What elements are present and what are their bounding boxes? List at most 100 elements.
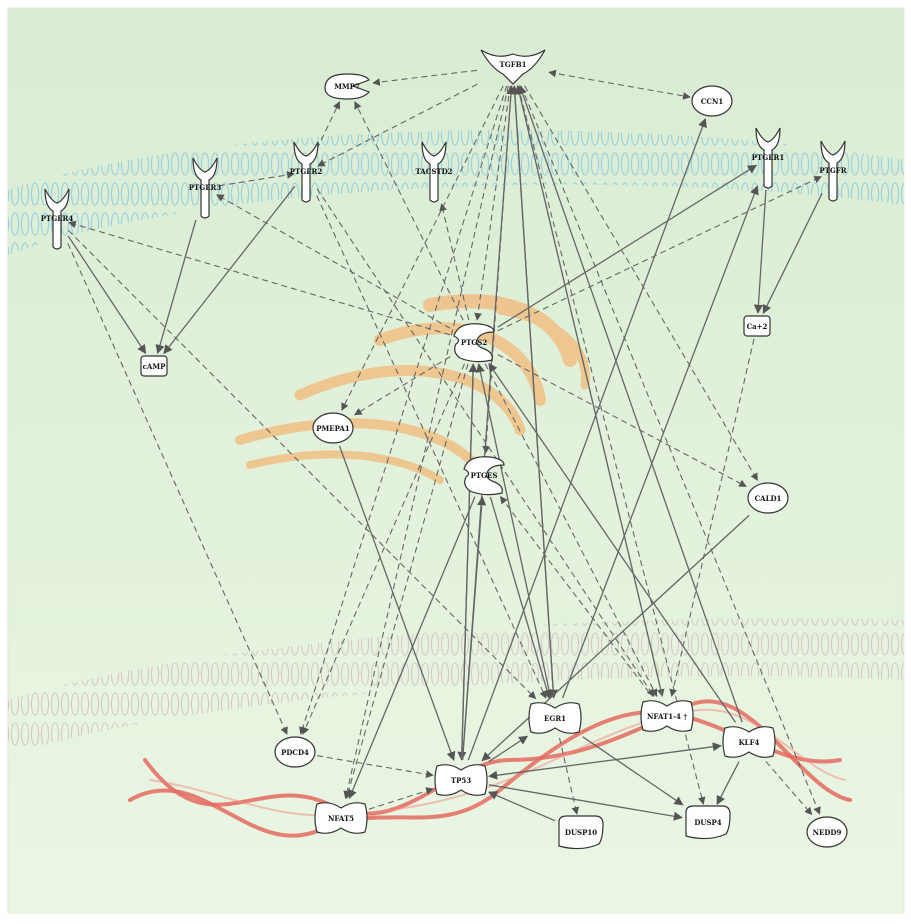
- node-egr1[interactable]: EGR1: [528, 702, 582, 734]
- edge-nfat5-to-tp53: [368, 787, 434, 810]
- edge-dusp10-to-tp53: [487, 791, 556, 822]
- node-tp53[interactable]: TP53: [434, 764, 488, 796]
- node-shape-receptor: [820, 140, 846, 202]
- node-ptgs2[interactable]: PTGS2: [453, 323, 495, 363]
- node-dusp4[interactable]: DUSP4: [685, 805, 731, 840]
- edge-tgfb1-to-mmp7: [372, 69, 478, 86]
- node-pmepa1[interactable]: PMEPA1: [312, 412, 354, 444]
- node-ptger1[interactable]: PTGER1: [752, 127, 785, 189]
- node-label: EGR1: [544, 714, 566, 723]
- edge-ptger2-to-egr1: [316, 195, 547, 699]
- node-mmp7[interactable]: MMP7: [324, 73, 371, 100]
- node-shape-ellipse: [747, 482, 789, 514]
- node-label: DUSP10: [565, 828, 597, 837]
- node-shape-enzyme: [463, 456, 505, 496]
- node-nedd9[interactable]: NEDD9: [806, 816, 848, 848]
- edge-cald1-to-tp53: [481, 514, 750, 762]
- node-label: DUSP4: [694, 818, 721, 827]
- nodes-layer: TGFB1MMP7CCN1TACSTD2PTGER2PTGER3PTGER4PT…: [41, 49, 848, 850]
- node-klf4[interactable]: KLF4: [722, 726, 776, 758]
- node-label: PTGER4: [41, 214, 74, 223]
- node-shape-receptor: [44, 188, 70, 250]
- node-tacstd2[interactable]: TACSTD2: [415, 141, 453, 203]
- node-label: Ca+2: [747, 322, 768, 331]
- edge-egr1-to-dusp10: [558, 737, 580, 815]
- edge-ptger4-to-egr1: [68, 230, 537, 700]
- edge-ptgs2-to-pdcd4: [302, 363, 466, 735]
- node-ptgfr[interactable]: PTGFR: [819, 140, 847, 202]
- node-shape-tf: [314, 802, 368, 834]
- edge-ptgs2-to-nfat5: [344, 363, 469, 799]
- edge-tgfb1-to-pmepa1: [341, 85, 504, 411]
- node-shape-phosphatase: [558, 815, 604, 850]
- edge-ptger1-to-ca2: [753, 189, 767, 314]
- node-shape-ellipse: [274, 736, 316, 768]
- node-ptger3[interactable]: PTGER3: [189, 157, 222, 219]
- node-label: PTGER1: [752, 153, 785, 162]
- edge-ptgs2-to-cald1: [497, 354, 747, 487]
- edge-ptger3-to-camp: [155, 219, 197, 354]
- node-shape-ellipse: [806, 816, 848, 848]
- node-shape-chemical: [140, 355, 168, 377]
- node-camp[interactable]: cAMP: [140, 355, 168, 377]
- edge-tgfb1-to-nedd9: [520, 85, 821, 815]
- node-label: PTGS2: [461, 338, 488, 347]
- edge-ptges-to-tp53: [461, 496, 487, 761]
- edge-ca2-to-nfatc: [669, 338, 755, 697]
- edge-ptger4-to-camp: [67, 235, 147, 355]
- edge-ptges-to-nfatc: [499, 495, 653, 697]
- node-label: PMEPA1: [316, 424, 350, 433]
- node-label: TP53: [451, 776, 471, 785]
- edge-tgfb1-to-pdcd4: [299, 85, 508, 735]
- backdrop: [7, 7, 905, 914]
- node-shape-tf: [528, 702, 582, 734]
- node-dusp10[interactable]: DUSP10: [558, 815, 604, 850]
- node-shape-receptor: [293, 141, 319, 203]
- edge-tp53-to-dusp4: [488, 784, 683, 821]
- node-label: PTGES: [471, 471, 498, 480]
- node-label: NFAT1-4 †: [647, 712, 687, 721]
- edge-ptges-to-egr1: [489, 496, 552, 699]
- edge-ptgs2-to-ptger4: [68, 220, 451, 336]
- edge-klf4-to-dusp4: [716, 761, 740, 806]
- node-label: PTGER2: [290, 167, 323, 176]
- node-shape-enzyme: [453, 323, 495, 363]
- edge-tgfb1-to-nfat5: [343, 85, 509, 799]
- edge-egr1-to-ptger1: [561, 185, 759, 699]
- edge-tp53-to-ptgs2: [460, 363, 478, 761]
- node-shape-tf: [722, 726, 776, 758]
- node-pdcd4[interactable]: PDCD4: [274, 736, 316, 768]
- node-shape-ellipse: [691, 85, 733, 117]
- edge-ptgs2-to-mmp7: [354, 101, 464, 321]
- node-ca2[interactable]: Ca+2: [743, 315, 771, 337]
- edge-tp53-to-klf4: [488, 742, 722, 780]
- edge-klf4-to-ptgs2: [488, 362, 737, 723]
- node-ptger2[interactable]: PTGER2: [290, 141, 323, 203]
- node-label: KLF4: [739, 738, 760, 747]
- node-cald1[interactable]: CALD1: [747, 482, 789, 514]
- node-label: CCN1: [701, 97, 724, 106]
- node-ccn1[interactable]: CCN1: [691, 85, 733, 117]
- edge-klf4-to-tgfb1: [518, 85, 743, 723]
- edge-tgfb1-to-dusp4: [517, 85, 706, 805]
- node-ptges[interactable]: PTGES: [463, 456, 505, 496]
- node-tgfb1[interactable]: TGFB1: [480, 49, 546, 85]
- node-shape-ligand: [480, 49, 546, 85]
- node-nfatc[interactable]: NFAT1-4 †: [640, 700, 694, 732]
- edge-ptges-to-nfat5: [348, 496, 476, 800]
- node-nfat5[interactable]: NFAT5: [314, 802, 368, 834]
- node-shape-tf: [434, 764, 488, 796]
- edge-egr1-to-dusp4: [582, 736, 684, 806]
- node-label: NFAT5: [328, 814, 354, 823]
- edge-tgfb1-to-ccn1: [548, 69, 691, 100]
- edge-tgfb1-to-cald1: [524, 85, 758, 481]
- edge-nfatc-to-tgfb1: [515, 85, 663, 697]
- node-shape-chemical: [743, 315, 771, 337]
- edge-ptger2-to-ptger3: [216, 171, 295, 187]
- node-shape-peptidase: [324, 73, 371, 100]
- edge-ptgs2-to-ptger3: [216, 194, 451, 329]
- node-label: PDCD4: [281, 748, 309, 757]
- node-ptger4[interactable]: PTGER4: [41, 188, 74, 250]
